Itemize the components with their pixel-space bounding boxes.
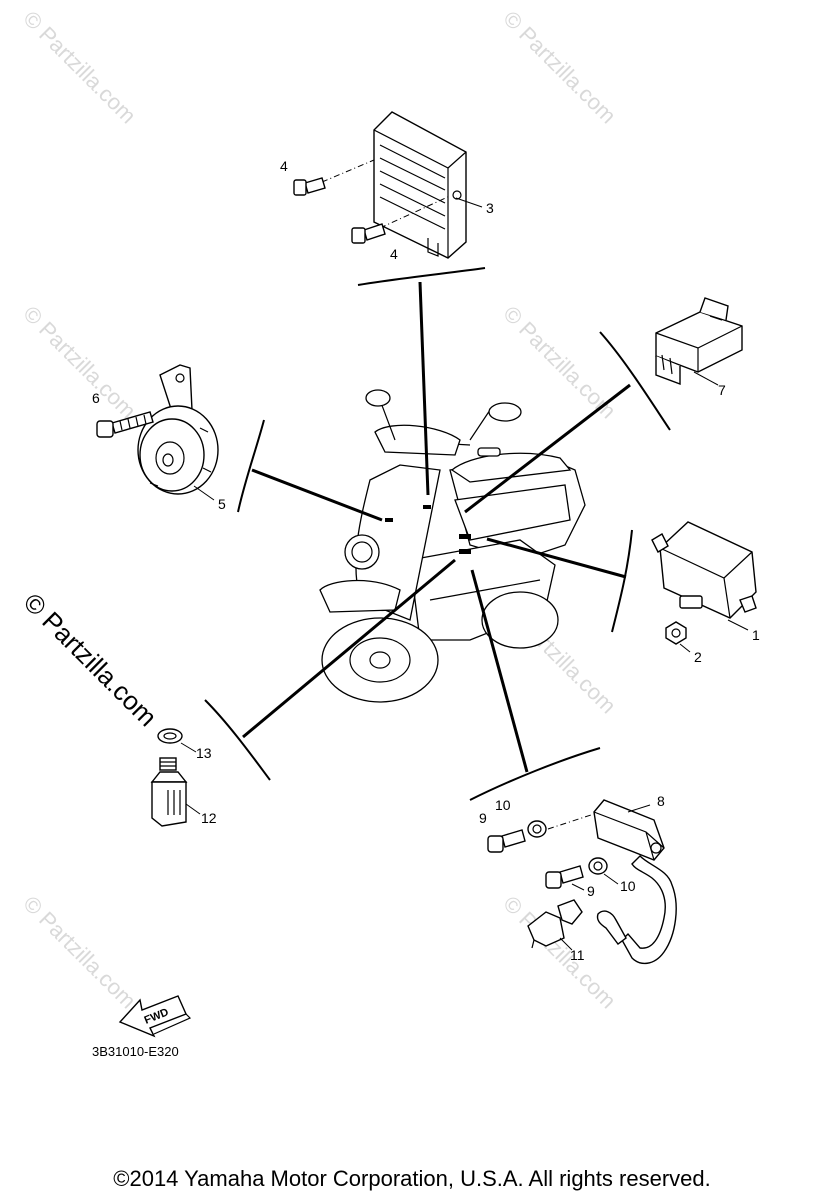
switch-part — [150, 757, 188, 827]
cdi-unit-part — [651, 521, 757, 619]
leader-lines — [180, 197, 749, 951]
horn-part — [137, 364, 219, 495]
bolt-part — [293, 159, 375, 196]
watermark-text: © Partzilla.com — [498, 6, 621, 129]
washer-part — [588, 857, 608, 875]
callout-3: 3 — [486, 200, 494, 216]
diagram-code: 3B31010-E320 — [92, 1044, 179, 1059]
callout-11: 11 — [570, 947, 585, 963]
spark-plug-cap-part — [527, 899, 627, 949]
bolt-part — [545, 865, 584, 889]
callout-9: 9 — [587, 883, 595, 899]
watermark-text: © Partzilla.com — [18, 891, 141, 1014]
relay-part — [655, 297, 743, 386]
callout-6: 6 — [92, 390, 100, 406]
callout-12: 12 — [201, 810, 217, 826]
washer-part — [527, 820, 547, 838]
callout-5: 5 — [218, 496, 226, 512]
bolt-part — [487, 829, 526, 853]
copyright-notice: ©2014 Yamaha Motor Corporation, U.S.A. A… — [113, 1166, 711, 1191]
forward-arrow-icon: FWD — [118, 995, 192, 1038]
callout-8: 8 — [657, 793, 665, 809]
callout-numbers: 1 2 3 4 4 5 6 7 8 9 9 10 10 11 12 13 — [92, 158, 760, 963]
watermark-text: © Partzilla.com — [18, 6, 141, 129]
ignition-coil-part — [547, 799, 677, 965]
rectifier-regulator-part — [373, 111, 467, 259]
callout-9: 9 — [479, 810, 487, 826]
watermark-text-dark: © Partzilla.com — [18, 587, 163, 732]
watermark-text: © Partzilla.com — [18, 301, 141, 424]
callout-7: 7 — [718, 382, 726, 398]
callout-4: 4 — [390, 246, 398, 262]
callout-13: 13 — [196, 745, 212, 761]
bolt-part — [96, 411, 154, 438]
nut-part — [665, 621, 687, 645]
bolt-part — [351, 195, 451, 244]
callout-1: 1 — [752, 627, 760, 643]
callout-2: 2 — [694, 649, 702, 665]
scooter-illustration — [319, 389, 586, 703]
group-brackets — [204, 267, 671, 801]
pointer-lines — [242, 281, 631, 773]
callout-10: 10 — [620, 878, 636, 894]
callout-10: 10 — [495, 797, 511, 813]
o-ring-part — [157, 728, 183, 744]
callout-4: 4 — [280, 158, 288, 174]
